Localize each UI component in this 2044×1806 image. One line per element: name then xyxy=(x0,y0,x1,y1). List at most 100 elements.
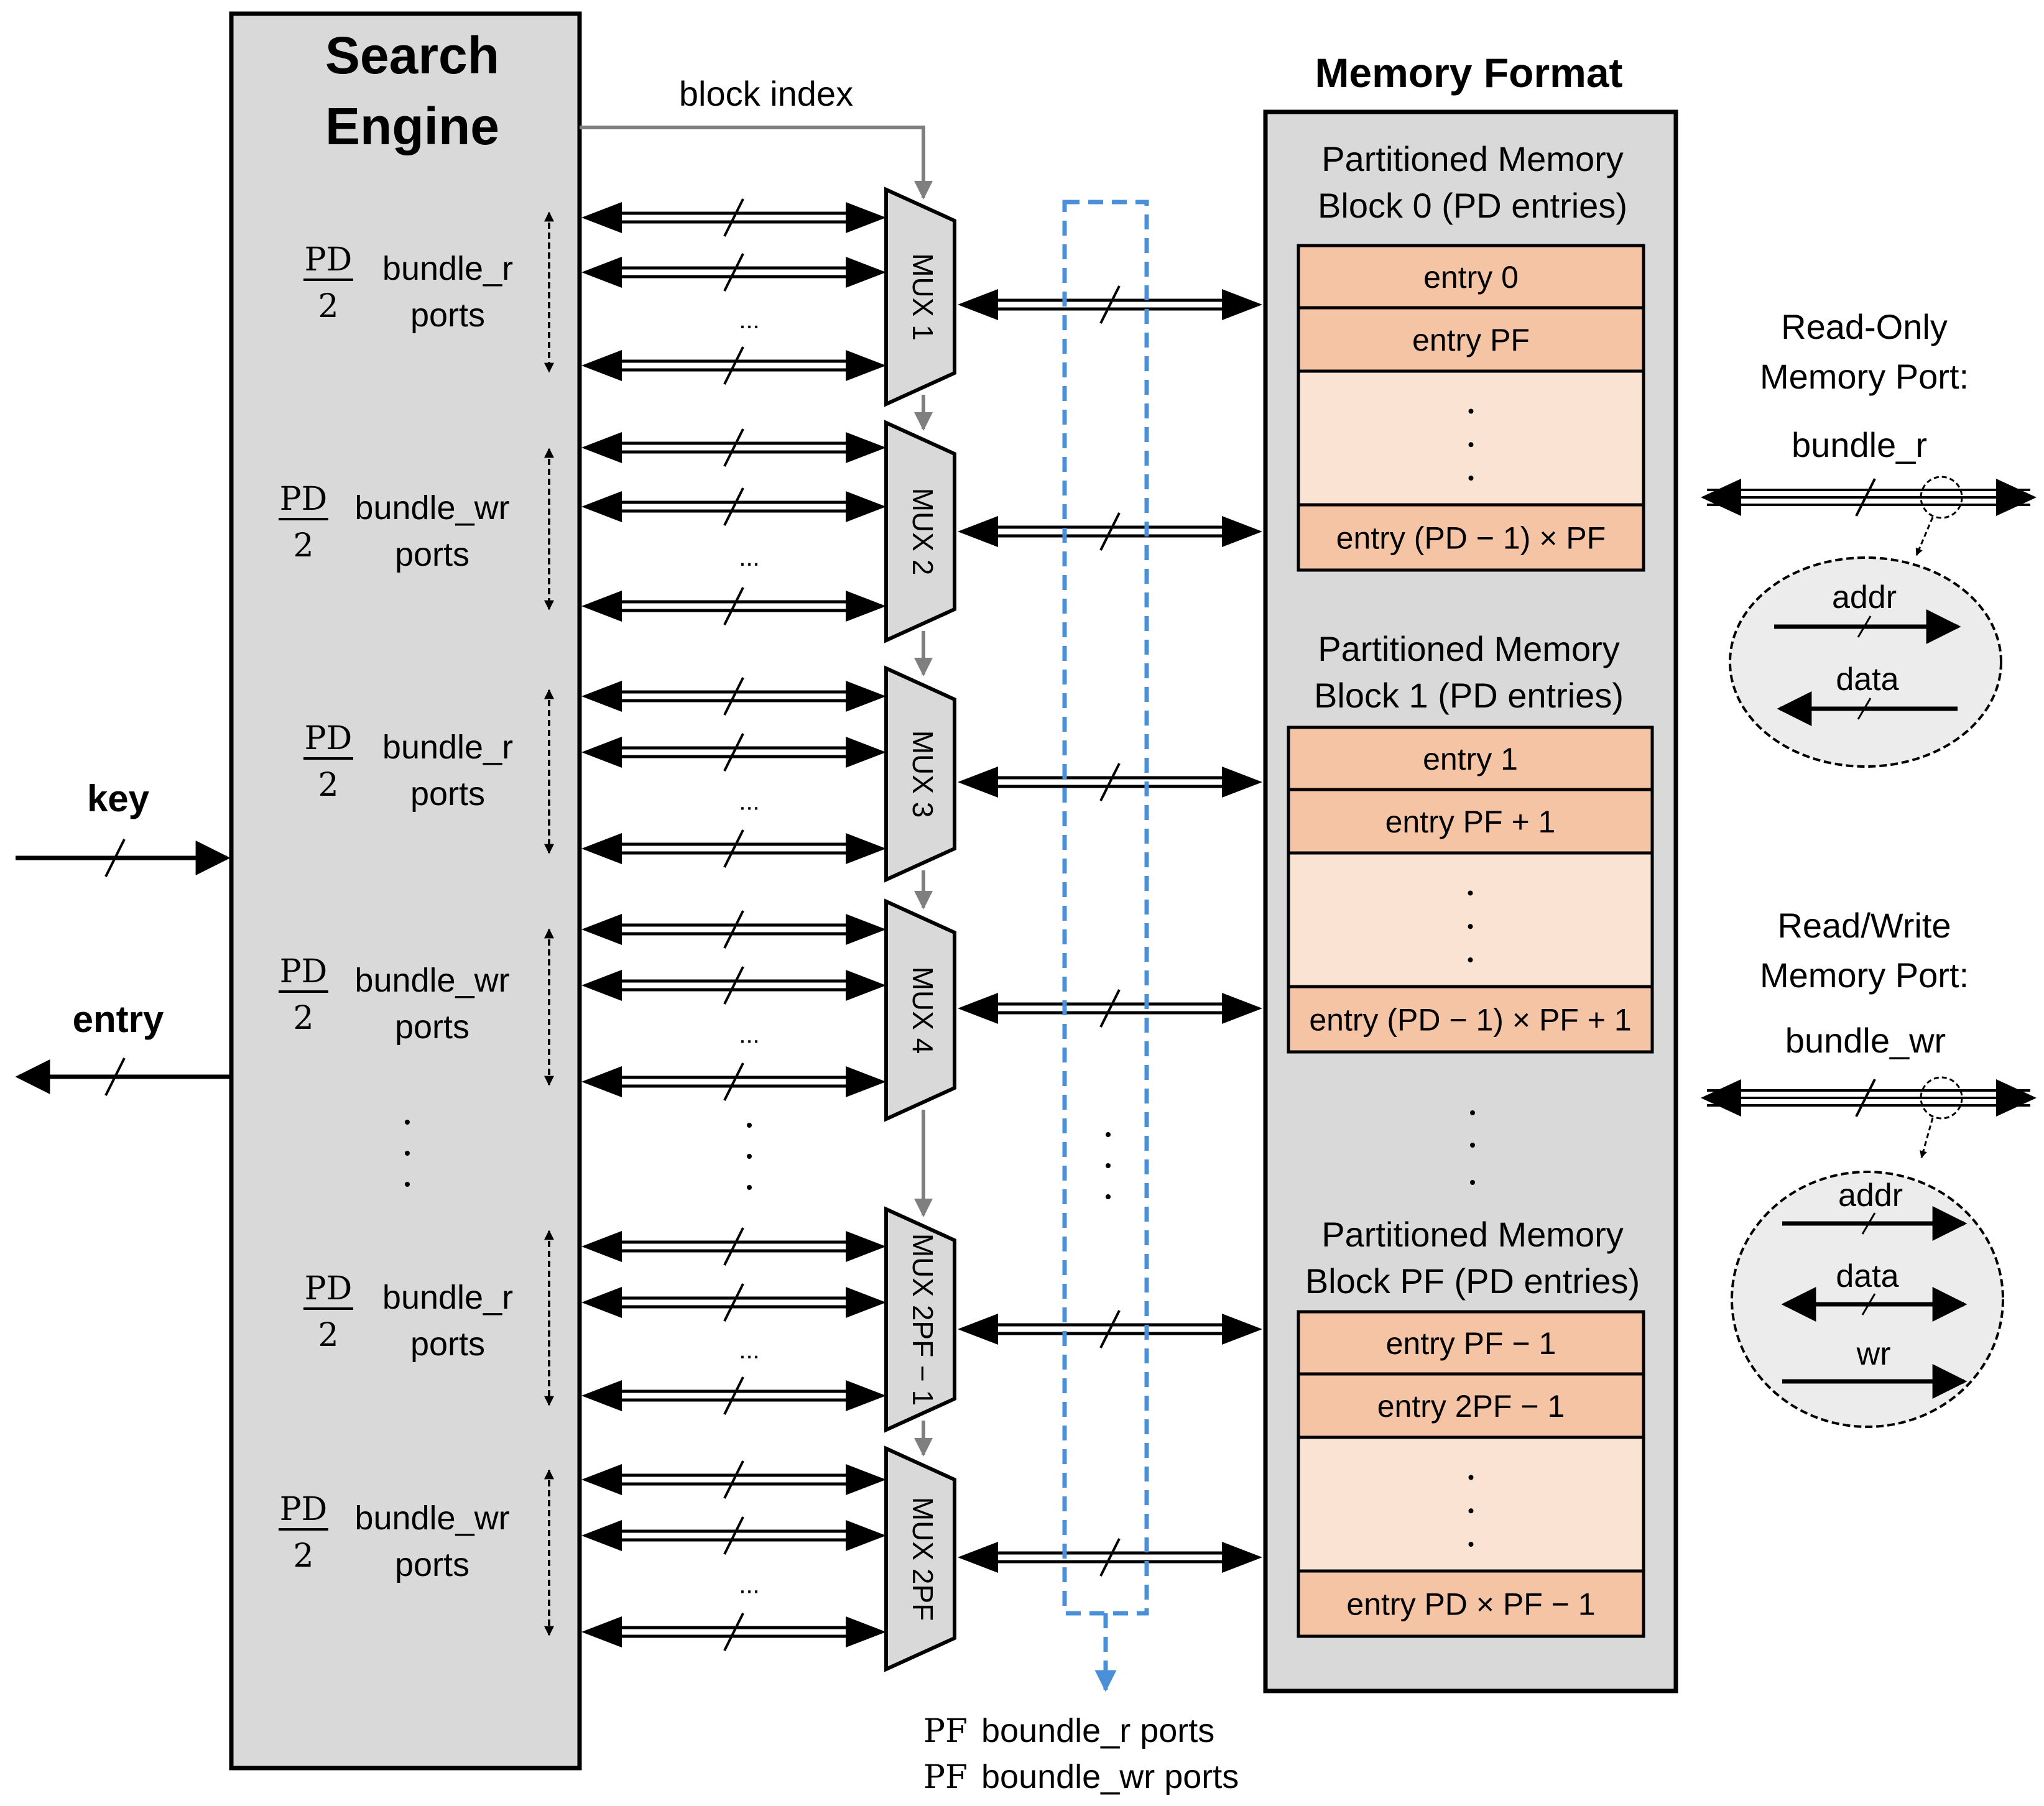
memory-block-title: Partitioned Memory xyxy=(1321,139,1624,178)
input-bus-arrow xyxy=(581,677,886,716)
key-input-arrow xyxy=(16,839,231,877)
port-group-suffix: ports xyxy=(410,1325,485,1363)
port-group-name: bundle_r xyxy=(382,729,513,766)
memory-entry-label: entry (PD − 1) × PF + 1 xyxy=(1309,1003,1631,1038)
mux-output-bus-arrow xyxy=(958,989,1262,1028)
memory-block-title: Partitioned Memory xyxy=(1318,629,1620,668)
memory-format-title: Memory Format xyxy=(1315,50,1622,96)
legend-rw-data: data xyxy=(1836,1258,1898,1294)
input-ellipsis: ... xyxy=(739,1337,759,1364)
port-group-suffix: ports xyxy=(395,1546,469,1583)
mux-output-bus-arrow xyxy=(958,763,1262,801)
legend-rw-addr: addr xyxy=(1838,1177,1903,1214)
memory-block-ellipsis xyxy=(1470,1110,1475,1185)
memory-entry xyxy=(1297,1569,1645,1638)
mux-shape xyxy=(884,420,956,643)
legend-rw-title: Read/Write xyxy=(1777,906,1951,945)
mux-shape xyxy=(884,665,956,883)
fraction-denominator: 2 xyxy=(293,1000,313,1037)
port-group-suffix: ports xyxy=(395,1008,469,1046)
mux-shape xyxy=(884,1445,956,1672)
bottom-label-pf: PF xyxy=(923,1713,968,1750)
input-bus-arrow xyxy=(581,1516,886,1555)
fraction-numerator: PD xyxy=(280,481,328,518)
port-group-suffix: ports xyxy=(395,536,469,573)
fraction-numerator: PD xyxy=(305,1270,353,1307)
input-bus-arrow xyxy=(581,1376,886,1415)
search-engine-title: Search xyxy=(325,26,499,85)
fraction-numerator: PD xyxy=(280,953,328,990)
bottom-label-pf: PF xyxy=(923,1759,968,1796)
input-bus-arrow xyxy=(581,428,886,467)
memory-entry xyxy=(1297,503,1645,572)
mux-label: MUX 3 xyxy=(907,730,939,818)
legend-ro-title: Memory Port: xyxy=(1760,357,1969,396)
fraction-denominator: 2 xyxy=(293,527,313,564)
mux-label: MUX 2PF xyxy=(907,1497,939,1621)
key-label: key xyxy=(87,778,150,819)
fraction-denominator: 2 xyxy=(318,767,338,804)
memory-entry xyxy=(1297,1372,1645,1439)
fraction-denominator: 2 xyxy=(318,288,338,325)
input-bus-arrow xyxy=(581,1283,886,1322)
input-bus-arrow xyxy=(581,1460,886,1499)
memory-entry-label: entry 0 xyxy=(1423,260,1519,295)
mux-output-bus-arrow xyxy=(958,285,1262,324)
input-bus-arrow xyxy=(581,733,886,772)
input-bus-arrow xyxy=(581,1613,886,1651)
port-group-name: bundle_r xyxy=(382,250,513,287)
mux-output-bus-arrow xyxy=(958,512,1262,551)
input-ellipsis: ... xyxy=(739,1021,759,1049)
bottom-label-wr: boundle_wr ports xyxy=(981,1758,1239,1795)
search-engine-box xyxy=(229,11,582,1771)
mux-shape xyxy=(884,187,956,407)
legend-rw-bundle: bundle_wr xyxy=(1785,1021,1946,1060)
mux-ellipsis xyxy=(747,1123,1111,1199)
port-group-suffix: ports xyxy=(410,297,485,334)
mux-output-bus-arrow xyxy=(958,1538,1262,1577)
highlight-port-group xyxy=(1062,200,1149,1692)
memory-block-title: Block 0 (PD entries) xyxy=(1318,186,1627,225)
legend-ro-bundle: bundle_r xyxy=(1792,425,1927,464)
mux-label: MUX 1 xyxy=(907,253,939,341)
legend-ro-addr: addr xyxy=(1832,579,1897,615)
memory-entry xyxy=(1297,1310,1645,1376)
search-engine-ellipsis xyxy=(405,1120,410,1187)
search-engine-title: Engine xyxy=(325,97,499,155)
legend-ro-bundle-arrow xyxy=(1701,478,2037,517)
mux-label: MUX 2PF − 1 xyxy=(907,1233,939,1406)
input-ellipsis: ... xyxy=(739,1572,759,1599)
input-ellipsis: ... xyxy=(739,306,759,334)
memory-entry-label: entry 2PF − 1 xyxy=(1377,1389,1565,1424)
memory-entry-label: entry PD × PF − 1 xyxy=(1346,1587,1595,1622)
memory-block-title: Partitioned Memory xyxy=(1321,1215,1624,1254)
mux-output-bus-arrow xyxy=(958,1310,1262,1348)
port-group-name: bundle_wr xyxy=(354,1500,509,1537)
memory-entry xyxy=(1297,244,1645,310)
input-bus-arrow xyxy=(581,829,886,868)
legend-ro-title: Read-Only xyxy=(1781,307,1948,346)
input-bus-arrow xyxy=(581,253,886,292)
entry-output-arrow xyxy=(15,1057,231,1096)
entry-label: entry xyxy=(73,998,164,1040)
mux-shape xyxy=(884,1206,956,1433)
input-bus-arrow xyxy=(581,1227,886,1266)
port-group-name: bundle_wr xyxy=(354,489,509,527)
memory-block-title: Block 1 (PD entries) xyxy=(1314,676,1624,715)
memory-entry-label: entry 1 xyxy=(1423,742,1518,776)
input-ellipsis: ... xyxy=(739,788,759,816)
legend-rw-title: Memory Port: xyxy=(1760,956,1969,995)
fraction-numerator: PD xyxy=(305,720,353,757)
memory-entry-label: entry (PD − 1) × PF xyxy=(1336,521,1606,556)
mux-shape xyxy=(884,898,956,1122)
